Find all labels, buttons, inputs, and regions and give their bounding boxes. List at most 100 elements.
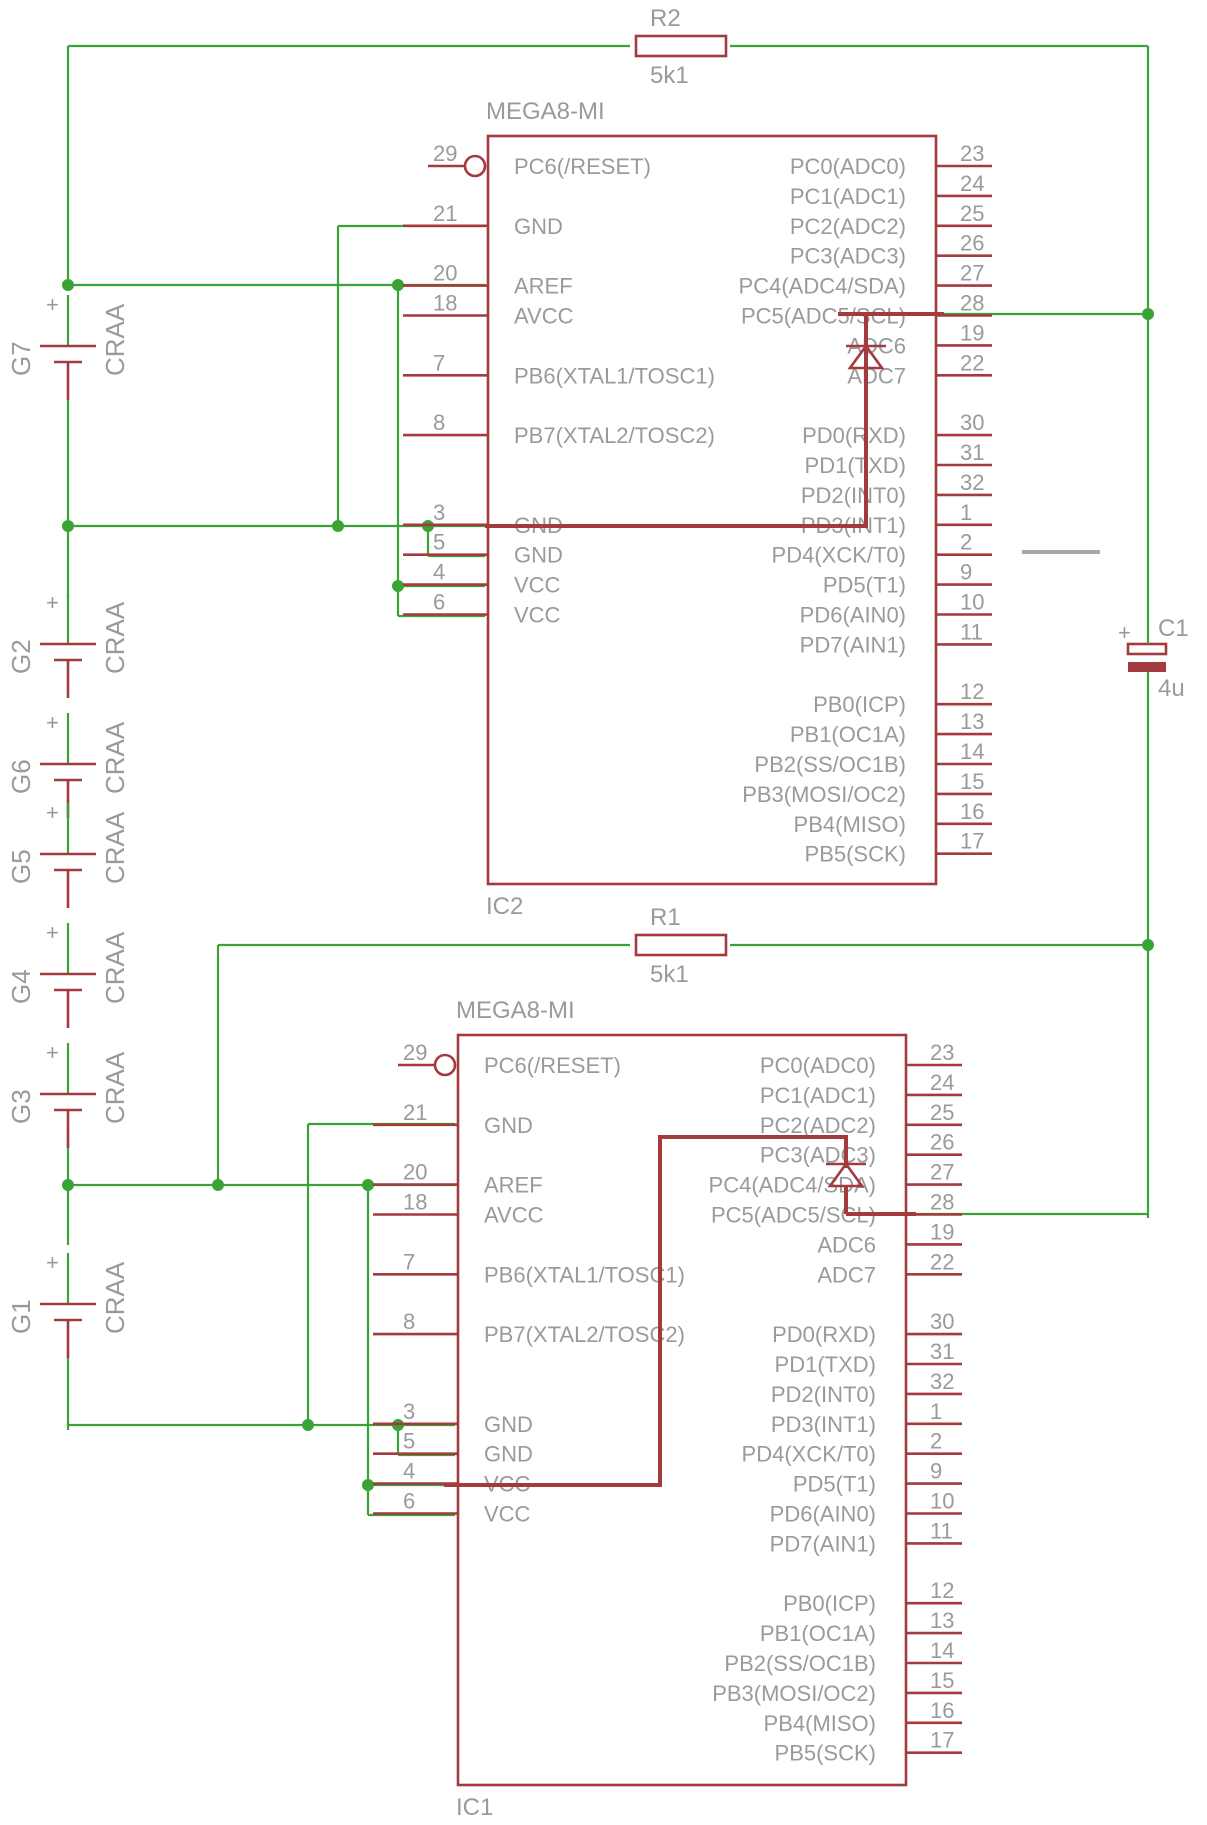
ic1-pin-label: ADC7: [817, 1262, 876, 1287]
ic2-pin-number: 13: [960, 709, 984, 734]
ic1-pin-number: 13: [930, 1608, 954, 1633]
ic2-pin-number: 28: [960, 291, 984, 316]
ic2-part-name: MEGA8-MI: [486, 98, 605, 125]
ic2-pin-label: PC0(ADC0): [790, 154, 906, 179]
ic1-pin-label: PB7(XTAL2/TOSC2): [484, 1322, 685, 1347]
ic2-pin-number: 31: [960, 440, 984, 465]
ic2-pin-number: 1: [960, 500, 972, 525]
ic1-pin-number: 14: [930, 1638, 954, 1663]
ic1-pin-number: 8: [403, 1309, 415, 1334]
ic1-pin-label: PD7(AIN1): [770, 1531, 876, 1556]
capacitor-c1: + C1 4u: [1118, 615, 1189, 702]
ic2-pin-number: 21: [433, 201, 457, 226]
resistor-r1-name: R1: [650, 904, 681, 931]
ic2-pin-label: PB0(ICP): [813, 692, 906, 717]
battery-type: CRAA: [100, 811, 130, 884]
ic1-pin-number: 12: [930, 1578, 954, 1603]
ic1-pin-label: PD4(XCK/T0): [742, 1442, 876, 1467]
ic2-pin-label: PD5(T1): [823, 573, 906, 598]
ic2-pin-number: 18: [433, 291, 457, 316]
ic2-right-pins: 23PC0(ADC0)24PC1(ADC1)25PC2(ADC2)26PC3(A…: [739, 141, 992, 867]
ic2-pin-label: VCC: [514, 603, 561, 628]
ic1-pin-label: PB4(MISO): [764, 1711, 876, 1736]
ic1-pin-label: PD3(INT1): [771, 1412, 876, 1437]
ic2-pin-number: 8: [433, 410, 445, 435]
ic1-pin-number: 17: [930, 1728, 954, 1753]
ic1-pin-number: 7: [403, 1249, 415, 1274]
ic1-pin-number: 1: [930, 1399, 942, 1424]
ic1-pin-label: GND: [484, 1442, 533, 1467]
ic2-pin-label: PC4(ADC4/SDA): [739, 274, 906, 299]
ic2-pin-label: AVCC: [514, 304, 574, 329]
battery-name: G1: [6, 1299, 36, 1334]
ic1-pin-number: 10: [930, 1489, 954, 1514]
ic1-pin-label: PB5(SCK): [775, 1741, 876, 1766]
ic2-left-pins: 29PC6(/RESET)21GND20AREF18AVCC7PB6(XTAL1…: [403, 141, 715, 628]
ic2-pin-number: 29: [433, 141, 457, 166]
battery-type: CRAA: [100, 601, 130, 674]
battery-name: G3: [6, 1089, 36, 1124]
ic-ic1: MEGA8-MI IC1 29PC6(/RESET)21GND20AREF18A…: [373, 997, 962, 1821]
ic1-right-pins: 23PC0(ADC0)24PC1(ADC1)25PC2(ADC2)26PC3(A…: [709, 1040, 962, 1766]
ic1-pin-number: 9: [930, 1459, 942, 1484]
ic1-pin-number: 32: [930, 1369, 954, 1394]
ic2-pin-number: 7: [433, 350, 445, 375]
ic2-pin-label: PB4(MISO): [794, 812, 906, 837]
battery-plus-sign: +: [46, 590, 59, 615]
ic1-pin-label: PD1(TXD): [775, 1352, 876, 1377]
ic1-pin-number: 28: [930, 1190, 954, 1215]
ic2-pin-number: 3: [433, 500, 445, 525]
ic1-pin-label: AVCC: [484, 1203, 544, 1228]
battery-plus-sign: +: [46, 920, 59, 945]
ic1-pin-label: PD5(T1): [793, 1472, 876, 1497]
ic1-pin-label: PB1(OC1A): [760, 1621, 876, 1646]
ic1-pin-label: PD6(AIN0): [770, 1502, 876, 1527]
ic2-pin-number: 16: [960, 799, 984, 824]
ic2-overlay: [485, 312, 944, 528]
ic2-pin-number: 12: [960, 679, 984, 704]
ic1-pin-number: 22: [930, 1249, 954, 1274]
ic2-pin-number: 2: [960, 530, 972, 555]
battery-type: CRAA: [100, 1261, 130, 1334]
ic2-pin-label: PC3(ADC3): [790, 244, 906, 269]
ic2-pin-number: 27: [960, 261, 984, 286]
ic1-pin-label: PB6(XTAL1/TOSC1): [484, 1262, 685, 1287]
ic1-led-diode-icon: [827, 1161, 865, 1188]
battery-plus-sign: +: [46, 292, 59, 317]
ic2-led-diode-icon: [847, 343, 885, 370]
resistor-r1: R1 5k1: [634, 904, 728, 988]
ic1-pin-number: 25: [930, 1100, 954, 1125]
battery-plus-sign: +: [46, 1040, 59, 1065]
ic1-pin-label: AREF: [484, 1173, 543, 1198]
ic1-pin-number: 2: [930, 1429, 942, 1454]
ic1-pin-number: 21: [403, 1100, 427, 1125]
resistor-r2: R2 5k1: [634, 5, 728, 89]
ic2-pin-number: 14: [960, 739, 984, 764]
ic2-pin-label: PC1(ADC1): [790, 184, 906, 209]
ic2-pin-number: 15: [960, 769, 984, 794]
ic2-pin-number: 4: [433, 560, 445, 585]
resistor-r2-name: R2: [650, 5, 681, 32]
ic1-pin-number: 3: [403, 1399, 415, 1424]
ic1-pin-number: 4: [403, 1459, 415, 1484]
ic1-ref-name: IC1: [456, 1794, 493, 1821]
ic2-pin-label: PB3(MOSI/OC2): [742, 782, 906, 807]
ic2-pin-number: 32: [960, 470, 984, 495]
ic1-pin-label: VCC: [484, 1502, 531, 1527]
ic1-pin-label: PD2(INT0): [771, 1382, 876, 1407]
resistor-r1-value: 5k1: [650, 961, 689, 988]
ic1-part-name: MEGA8-MI: [456, 997, 575, 1024]
ic2-ref-name: IC2: [486, 893, 523, 920]
battery-plus-sign: +: [46, 710, 59, 735]
ic1-pin-number: 15: [930, 1668, 954, 1693]
ic2-pin-label: PD2(INT0): [801, 483, 906, 508]
ic2-pin-number: 10: [960, 590, 984, 615]
ic2-pin-label: PC6(/RESET): [514, 154, 651, 179]
ic1-pin-label: PB2(SS/OC1B): [724, 1651, 876, 1676]
ic1-pin-number: 27: [930, 1160, 954, 1185]
